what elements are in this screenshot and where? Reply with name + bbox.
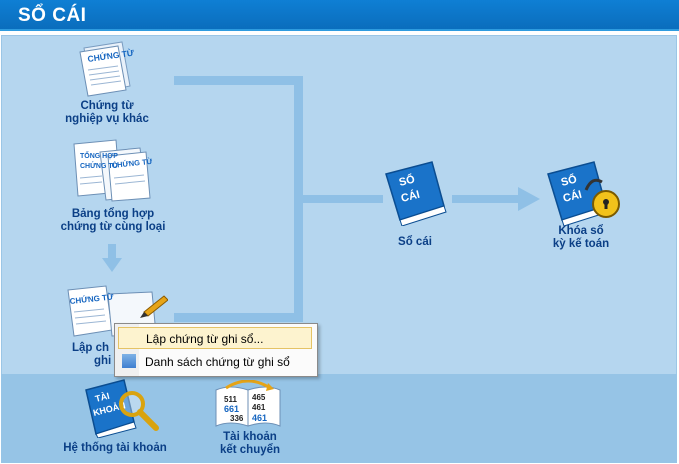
account-book-search-icon: TÀI KHOẢN <box>85 379 159 438</box>
node-label: Khóa sổ kỳ kế toán <box>552 225 610 250</box>
node-label: Tài khoản kết chuyển <box>219 431 281 456</box>
menu-item-danh-sach-chung-tu-ghi-so[interactable]: Danh sách chứng từ ghi sổ <box>118 351 312 373</box>
connector-so-cai-to-khoa-so <box>452 195 522 203</box>
svg-text:661: 661 <box>224 404 239 414</box>
menu-item-icon <box>122 354 136 368</box>
svg-text:TÀI: TÀI <box>94 391 110 404</box>
svg-text:461: 461 <box>252 403 266 412</box>
svg-text:465: 465 <box>252 393 266 402</box>
header-divider <box>0 29 679 31</box>
page-title: SỔ CÁI <box>18 5 87 26</box>
svg-text:SỔ: SỔ <box>560 172 579 189</box>
document-icon: CHỨNG TỪ <box>79 41 135 97</box>
menu-item-lap-chung-tu-ghi-so[interactable]: Lập chứng từ ghi sổ... <box>118 327 312 349</box>
connector-top-horizontal <box>174 76 302 85</box>
connector-bottom-horizontal <box>174 313 302 322</box>
node-label: Chứng từ nghiệp vụ khác <box>65 100 149 125</box>
svg-text:SỔ: SỔ <box>398 172 417 189</box>
locked-ledger-icon: SỔ CÁI <box>547 161 620 226</box>
svg-text:CÁI: CÁI <box>400 188 422 205</box>
node-label: Hệ thống tài khoản <box>63 442 167 454</box>
connector-to-so-cai <box>303 195 383 203</box>
ledger-book-icon: SỔ CÁI <box>385 161 447 226</box>
connector-vertical <box>294 76 303 322</box>
document-stack-icon: TỔNG HỢP CHỨNG TỪ CHỨNG TỪ <box>73 139 152 202</box>
menu-item-label: Danh sách chứng từ ghi sổ <box>145 355 290 369</box>
svg-text:TỔNG HỢP: TỔNG HỢP <box>80 151 118 160</box>
arrow-right-icon <box>518 187 540 211</box>
svg-text:336: 336 <box>230 414 244 423</box>
arrow-down-icon <box>102 244 122 272</box>
menu-item-label: Lập chứng từ ghi sổ... <box>146 332 264 346</box>
svg-text:CHỨNG TỪ: CHỨNG TỪ <box>80 161 119 170</box>
account-transfer-icon: 511 465 661 461 336 461 <box>215 380 281 427</box>
node-label: Bảng tổng hợp chứng từ cùng loại <box>60 208 166 233</box>
node-label: Lập ch ghi <box>72 342 112 367</box>
app-header: SỔ CÁI <box>0 0 679 31</box>
svg-text:CHỨNG TỪ: CHỨNG TỪ <box>111 157 152 170</box>
svg-text:461: 461 <box>252 413 267 423</box>
node-label: Sổ cái <box>398 236 432 248</box>
svg-text:CÁI: CÁI <box>562 188 584 205</box>
svg-text:511: 511 <box>224 395 237 404</box>
context-menu: Lập chứng từ ghi sổ... Danh sách chứng t… <box>114 323 318 377</box>
